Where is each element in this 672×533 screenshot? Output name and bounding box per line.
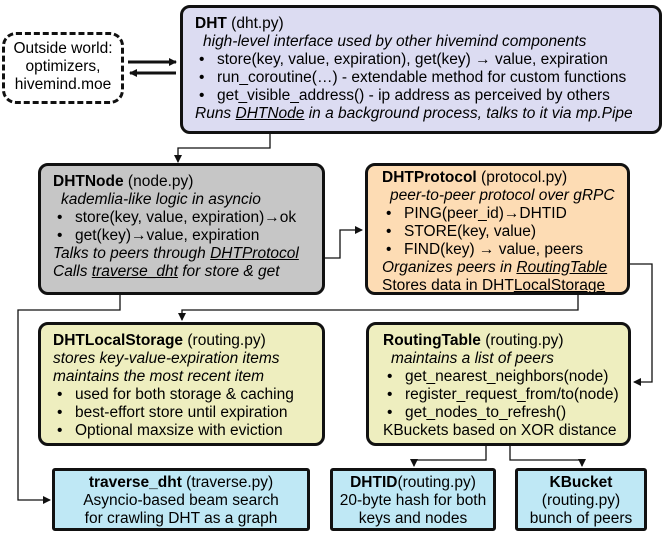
dhtprotocol-bullet: PING(peer_id)→DHTID xyxy=(382,205,627,223)
localstorage-bullet: best-effort store until expiration xyxy=(53,404,322,422)
dhtnode-bullet: store(key, value, expiration)→ok xyxy=(53,209,322,227)
localstorage-bullet: Optional maxsize with eviction xyxy=(53,422,322,440)
dht-file: (dht.py) xyxy=(231,15,284,32)
dht-bullet: run_coroutine(…) - extendable method for… xyxy=(195,69,659,87)
routingtable-header: RoutingTable (routing.py) xyxy=(383,332,628,350)
routingtable-box: RoutingTable (routing.py) maintains a li… xyxy=(366,322,631,446)
dhtprotocol-bullet: STORE(key, value) xyxy=(382,223,627,241)
dhtnode-line-talks: Talks to peers through DHTProtocol xyxy=(53,245,322,263)
connector-routingtable-to-kbucket xyxy=(509,446,586,467)
dht-footer-post: in a background process, talks to it via… xyxy=(304,105,633,122)
routingtable-bullet: get_nodes_to_refresh() xyxy=(383,404,628,422)
localstorage-title: DHTLocalStorage xyxy=(53,332,184,349)
dhtnode-link: DHTNode xyxy=(235,105,305,122)
dhtid-line: 20-byte hash for both xyxy=(339,492,487,509)
connector-routingtable-to-dhtid xyxy=(410,446,487,467)
dhtnode-desc: kademlia-like logic in asyncio xyxy=(61,191,261,208)
localstorage-file: (routing.py) xyxy=(187,332,266,349)
connector-dhtnode-to-dhtprotocol xyxy=(312,226,363,259)
dht-box: DHT (dht.py) high-level interface used b… xyxy=(180,5,662,134)
dhtprotocol-desc: peer-to-peer protocol over gRPC xyxy=(390,187,615,204)
dhtid-line: keys and nodes xyxy=(358,510,468,527)
traverse-link: traverse_dht xyxy=(91,263,178,280)
kbucket-header: KBucket xyxy=(518,474,644,492)
dhtid-title: DHTID xyxy=(350,474,398,491)
dhtnode-line-calls: Calls traverse_dht for store & get xyxy=(53,263,322,281)
traverse-line: for crawling DHT as a graph xyxy=(84,510,278,527)
dhtnode-file: (node.py) xyxy=(127,173,194,190)
traverse-box: traverse_dht (traverse.py) Asyncio-based… xyxy=(52,468,310,531)
kbucket-file: (routing.py) xyxy=(541,492,621,509)
traverse-header: traverse_dht (traverse.py) xyxy=(55,474,307,492)
traverse-title: traverse_dht xyxy=(88,474,182,491)
dht-header: DHT (dht.py) xyxy=(195,15,659,33)
localstorage-desc: stores key-value-expiration items xyxy=(53,350,280,367)
connector-dhtprotocol-to-localstorage xyxy=(178,284,579,321)
routingtable-link: RoutingTable xyxy=(516,259,608,276)
routingtable-file: (routing.py) xyxy=(485,332,564,349)
dhtnode-bullet: get(key)→value, expiration xyxy=(53,227,322,245)
dhtnode-box: DHTNode (node.py) kademlia-like logic in… xyxy=(38,163,325,295)
localstorage-bullet: used for both storage & caching xyxy=(53,386,322,404)
dhtprotocol-link: DHTProtocol xyxy=(210,245,299,262)
routingtable-bullet: get_nearest_neighbors(node) xyxy=(383,368,628,386)
kbucket-box: KBucket (routing.py) bunch of peers xyxy=(515,468,647,531)
dhtprotocol-header: DHTProtocol (protocol.py) xyxy=(382,169,627,187)
dhtprotocol-title: DHTProtocol xyxy=(382,169,477,186)
dhtnode-title: DHTNode xyxy=(53,173,124,190)
dht-bullet: get_visible_address() - ip address as pe… xyxy=(195,87,659,105)
dhtnode-line2-post: for store & get xyxy=(177,263,280,280)
dhtid-header: DHTID(routing.py) xyxy=(333,474,493,492)
traverse-file: (traverse.py) xyxy=(186,474,274,491)
dhtnode-line1-pre: Talks to peers through xyxy=(53,245,211,262)
outside-line: optimizers, xyxy=(25,58,101,75)
kbucket-title: KBucket xyxy=(549,474,613,491)
dhtnode-line2-pre: Calls xyxy=(53,263,92,280)
localstorage-header: DHTLocalStorage (routing.py) xyxy=(53,332,322,350)
outside-line: Outside world: xyxy=(13,40,113,57)
dhtprotocol-box: DHTProtocol (protocol.py) peer-to-peer p… xyxy=(365,163,630,295)
dht-desc: high-level interface used by other hivem… xyxy=(203,33,587,50)
localstorage-desc: maintains the most recent item xyxy=(53,368,265,385)
dhtprotocol-bullet: FIND(key) → value, peers xyxy=(382,241,627,259)
dhtprotocol-line-organizes: Organizes peers in RoutingTable xyxy=(382,259,627,277)
dhtprotocol-line1-pre: Organizes peers in xyxy=(382,259,517,276)
routingtable-title: RoutingTable xyxy=(383,332,481,349)
connector-dht-to-dhtnode xyxy=(174,128,271,163)
dhtprotocol-line2-pre: Stores data in DHT xyxy=(382,277,514,294)
kbucket-line: bunch of peers xyxy=(529,510,633,527)
traverse-line: Asyncio-based beam search xyxy=(83,492,279,509)
dhtid-box: DHTID(routing.py) 20-byte hash for both … xyxy=(330,468,496,531)
dht-footer: Runs DHTNode in a background process, ta… xyxy=(195,105,659,123)
dht-footer-pre: Runs xyxy=(195,105,236,122)
routingtable-bullet: register_request_from/to(node) xyxy=(383,386,628,404)
dht-title: DHT xyxy=(195,15,227,32)
localstorage-box: DHTLocalStorage (routing.py) stores key-… xyxy=(38,322,325,446)
dhtnode-header: DHTNode (node.py) xyxy=(53,173,322,191)
dhtprotocol-file: (protocol.py) xyxy=(481,169,568,186)
connector-dhtprotocol-to-routingtable xyxy=(620,263,653,386)
outside-world-box: Outside world: optimizers, hivemind.moe xyxy=(2,32,124,104)
localstorage-link: LocalStorage xyxy=(513,277,606,294)
dhtid-file: (routing.py) xyxy=(397,474,476,491)
routingtable-footer: KBuckets based on XOR distance xyxy=(383,422,617,439)
dhtprotocol-line-stores: Stores data in DHTLocalStorage xyxy=(382,277,627,295)
connector-dhtnode-to-traverse xyxy=(17,282,121,504)
routingtable-desc: maintains a list of peers xyxy=(391,350,554,367)
dht-bullet: store(key, value, expiration), get(key) … xyxy=(195,51,659,69)
outside-line: hivemind.moe xyxy=(14,76,112,93)
